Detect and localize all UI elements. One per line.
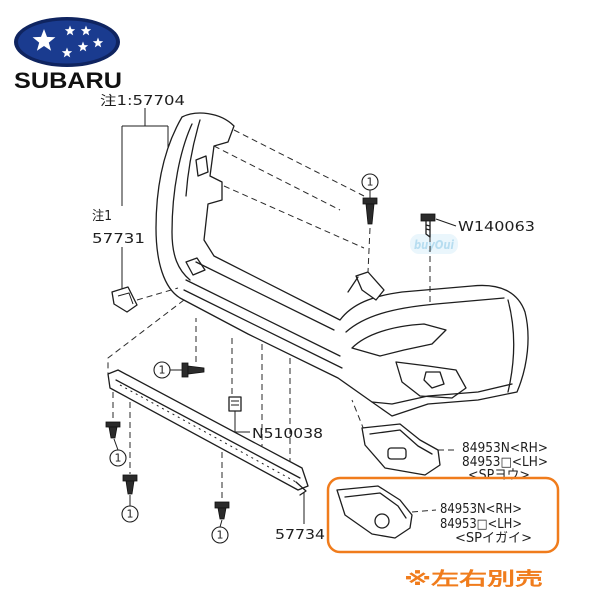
clip-spoiler-a <box>105 421 121 439</box>
label-fog-cover-std-lh: 84953□<LH> <box>440 517 522 532</box>
label-fog-cover-sp-lh: 84953□<LH> <box>462 455 548 470</box>
subaru-pleiades-logo-icon <box>14 17 120 67</box>
clip-left-head <box>181 362 189 378</box>
fog-cover-standard-opening <box>374 513 390 529</box>
fog-cover-standard <box>336 485 413 539</box>
clip-spoiler-c-shaft <box>217 507 227 520</box>
clip-left <box>181 362 205 378</box>
lower-spoiler-inner-line <box>115 379 301 479</box>
bracket-57731-detail <box>117 292 134 305</box>
clip-spoiler-b-head <box>122 474 138 482</box>
watermark-text: buyOui <box>414 238 455 252</box>
bumper-outer-shell <box>155 112 529 417</box>
clip-spoiler-c <box>214 501 230 520</box>
logo-small-star-icon <box>80 25 92 36</box>
bumper-fog-recess <box>351 323 447 357</box>
clip-spoiler-a-head <box>105 421 121 428</box>
label-57704: 注1:57704 <box>100 94 185 109</box>
fog-cover-sp <box>361 423 441 476</box>
bumper-fog-lamp-detail <box>423 371 445 389</box>
lower-spoiler-57734 <box>107 369 309 491</box>
clip-spoiler-b <box>122 474 138 495</box>
label-w140063: W140063 <box>458 220 535 235</box>
screw-head <box>420 213 436 222</box>
highlight-box <box>326 476 560 554</box>
callout-circle-spoiler-b <box>121 505 139 523</box>
callout-spoiler-c: 1 <box>217 529 224 542</box>
logo-small-star-icon <box>92 37 104 48</box>
clip-spoiler-c-head <box>214 501 230 509</box>
label-fog-cover-sp-rh: 84953N<RH> <box>462 441 548 456</box>
logo-small-star-icon <box>77 41 89 52</box>
callout-left: 1 <box>159 364 166 377</box>
assembly-line-top-2 <box>213 145 341 211</box>
bumper-inner-left-contour <box>171 123 193 281</box>
logo-small-star-icon <box>64 25 76 36</box>
assembly-line-bracket-57731 <box>136 287 179 301</box>
fog-cover-sp-inner <box>369 429 433 455</box>
lower-spoiler-end-tab <box>295 481 307 496</box>
bumper-upper-left-edge <box>185 119 201 197</box>
sold-separately-note: ※左右別売 <box>404 568 543 590</box>
callout-circle-top <box>361 173 379 191</box>
clip-top <box>362 197 378 225</box>
label-fog-cover-sp-note: <SPヨウ> <box>468 468 530 483</box>
fog-cover-sp-opening <box>387 447 407 460</box>
clip-n510038 <box>228 396 242 412</box>
screw-shaft <box>425 220 431 238</box>
bumper-right-corner-line <box>507 299 515 393</box>
clip-n510038-detail <box>231 400 239 406</box>
logo-small-star-icon <box>61 47 73 58</box>
watermark-bubble <box>410 234 458 254</box>
screw-w140063-icon <box>420 213 436 238</box>
bumper-grille-lower-edge <box>185 279 341 357</box>
callout-top: 1 <box>367 176 374 189</box>
bumper-mount-tab-upper <box>195 155 209 177</box>
label-n510038: N510038 <box>252 427 323 442</box>
callout-spoiler-b: 1 <box>127 508 134 521</box>
bumper-center-bracket <box>355 271 385 301</box>
clip-top-shaft <box>365 203 375 225</box>
leader-w140063 <box>435 218 457 227</box>
label-fog-cover-std-rh: 84953N<RH> <box>440 502 522 517</box>
assembly-line-sp-cover <box>351 399 365 431</box>
clip-spoiler-a-shaft <box>108 426 118 439</box>
logo-stars <box>32 25 104 58</box>
fog-cover-standard-inner <box>344 492 407 519</box>
callout-spoiler-a: 1 <box>115 452 122 465</box>
bumper-lower-lip <box>371 383 513 405</box>
clip-left-shaft <box>187 365 205 375</box>
assembly-line-top-3 <box>223 185 365 249</box>
callout-circle-spoiler-c <box>211 526 229 544</box>
logo-oval <box>18 20 116 64</box>
bumper-mount-tab-lower <box>185 257 206 276</box>
bumper-lower-opening-edge <box>183 289 343 369</box>
leader-n510038 <box>234 411 250 433</box>
logo-wordmark: SUBARU <box>14 68 122 93</box>
assembly-line-lower-box <box>107 299 185 374</box>
clip-spoiler-b-shaft <box>125 480 135 495</box>
bracket-57731 <box>111 286 138 313</box>
assembly-line-top-1 <box>233 129 365 197</box>
label-fog-cover-std-note: <SPイガイ> <box>455 531 532 546</box>
label-57734: 57734 <box>275 528 325 543</box>
bumper-grille-upper-edge <box>195 261 335 331</box>
label-57731: 57731 <box>92 232 145 247</box>
callout-line-spoiler-a <box>113 438 119 451</box>
callout-circle-left <box>153 361 171 379</box>
clip-top-head <box>362 197 378 205</box>
watermark: buyOui <box>410 234 458 254</box>
callout-circle-spoiler-a <box>109 449 127 467</box>
assembly-line-top-clip <box>367 227 371 273</box>
callout-line-spoiler-c <box>219 519 223 528</box>
assembly-line-std-cover-label <box>411 509 437 513</box>
bumper-center-bracket-arm <box>347 276 359 293</box>
logo-large-star-icon <box>32 29 56 51</box>
label-note1: 注1 <box>92 209 112 224</box>
bumper-right-inner-bulge <box>345 297 505 333</box>
